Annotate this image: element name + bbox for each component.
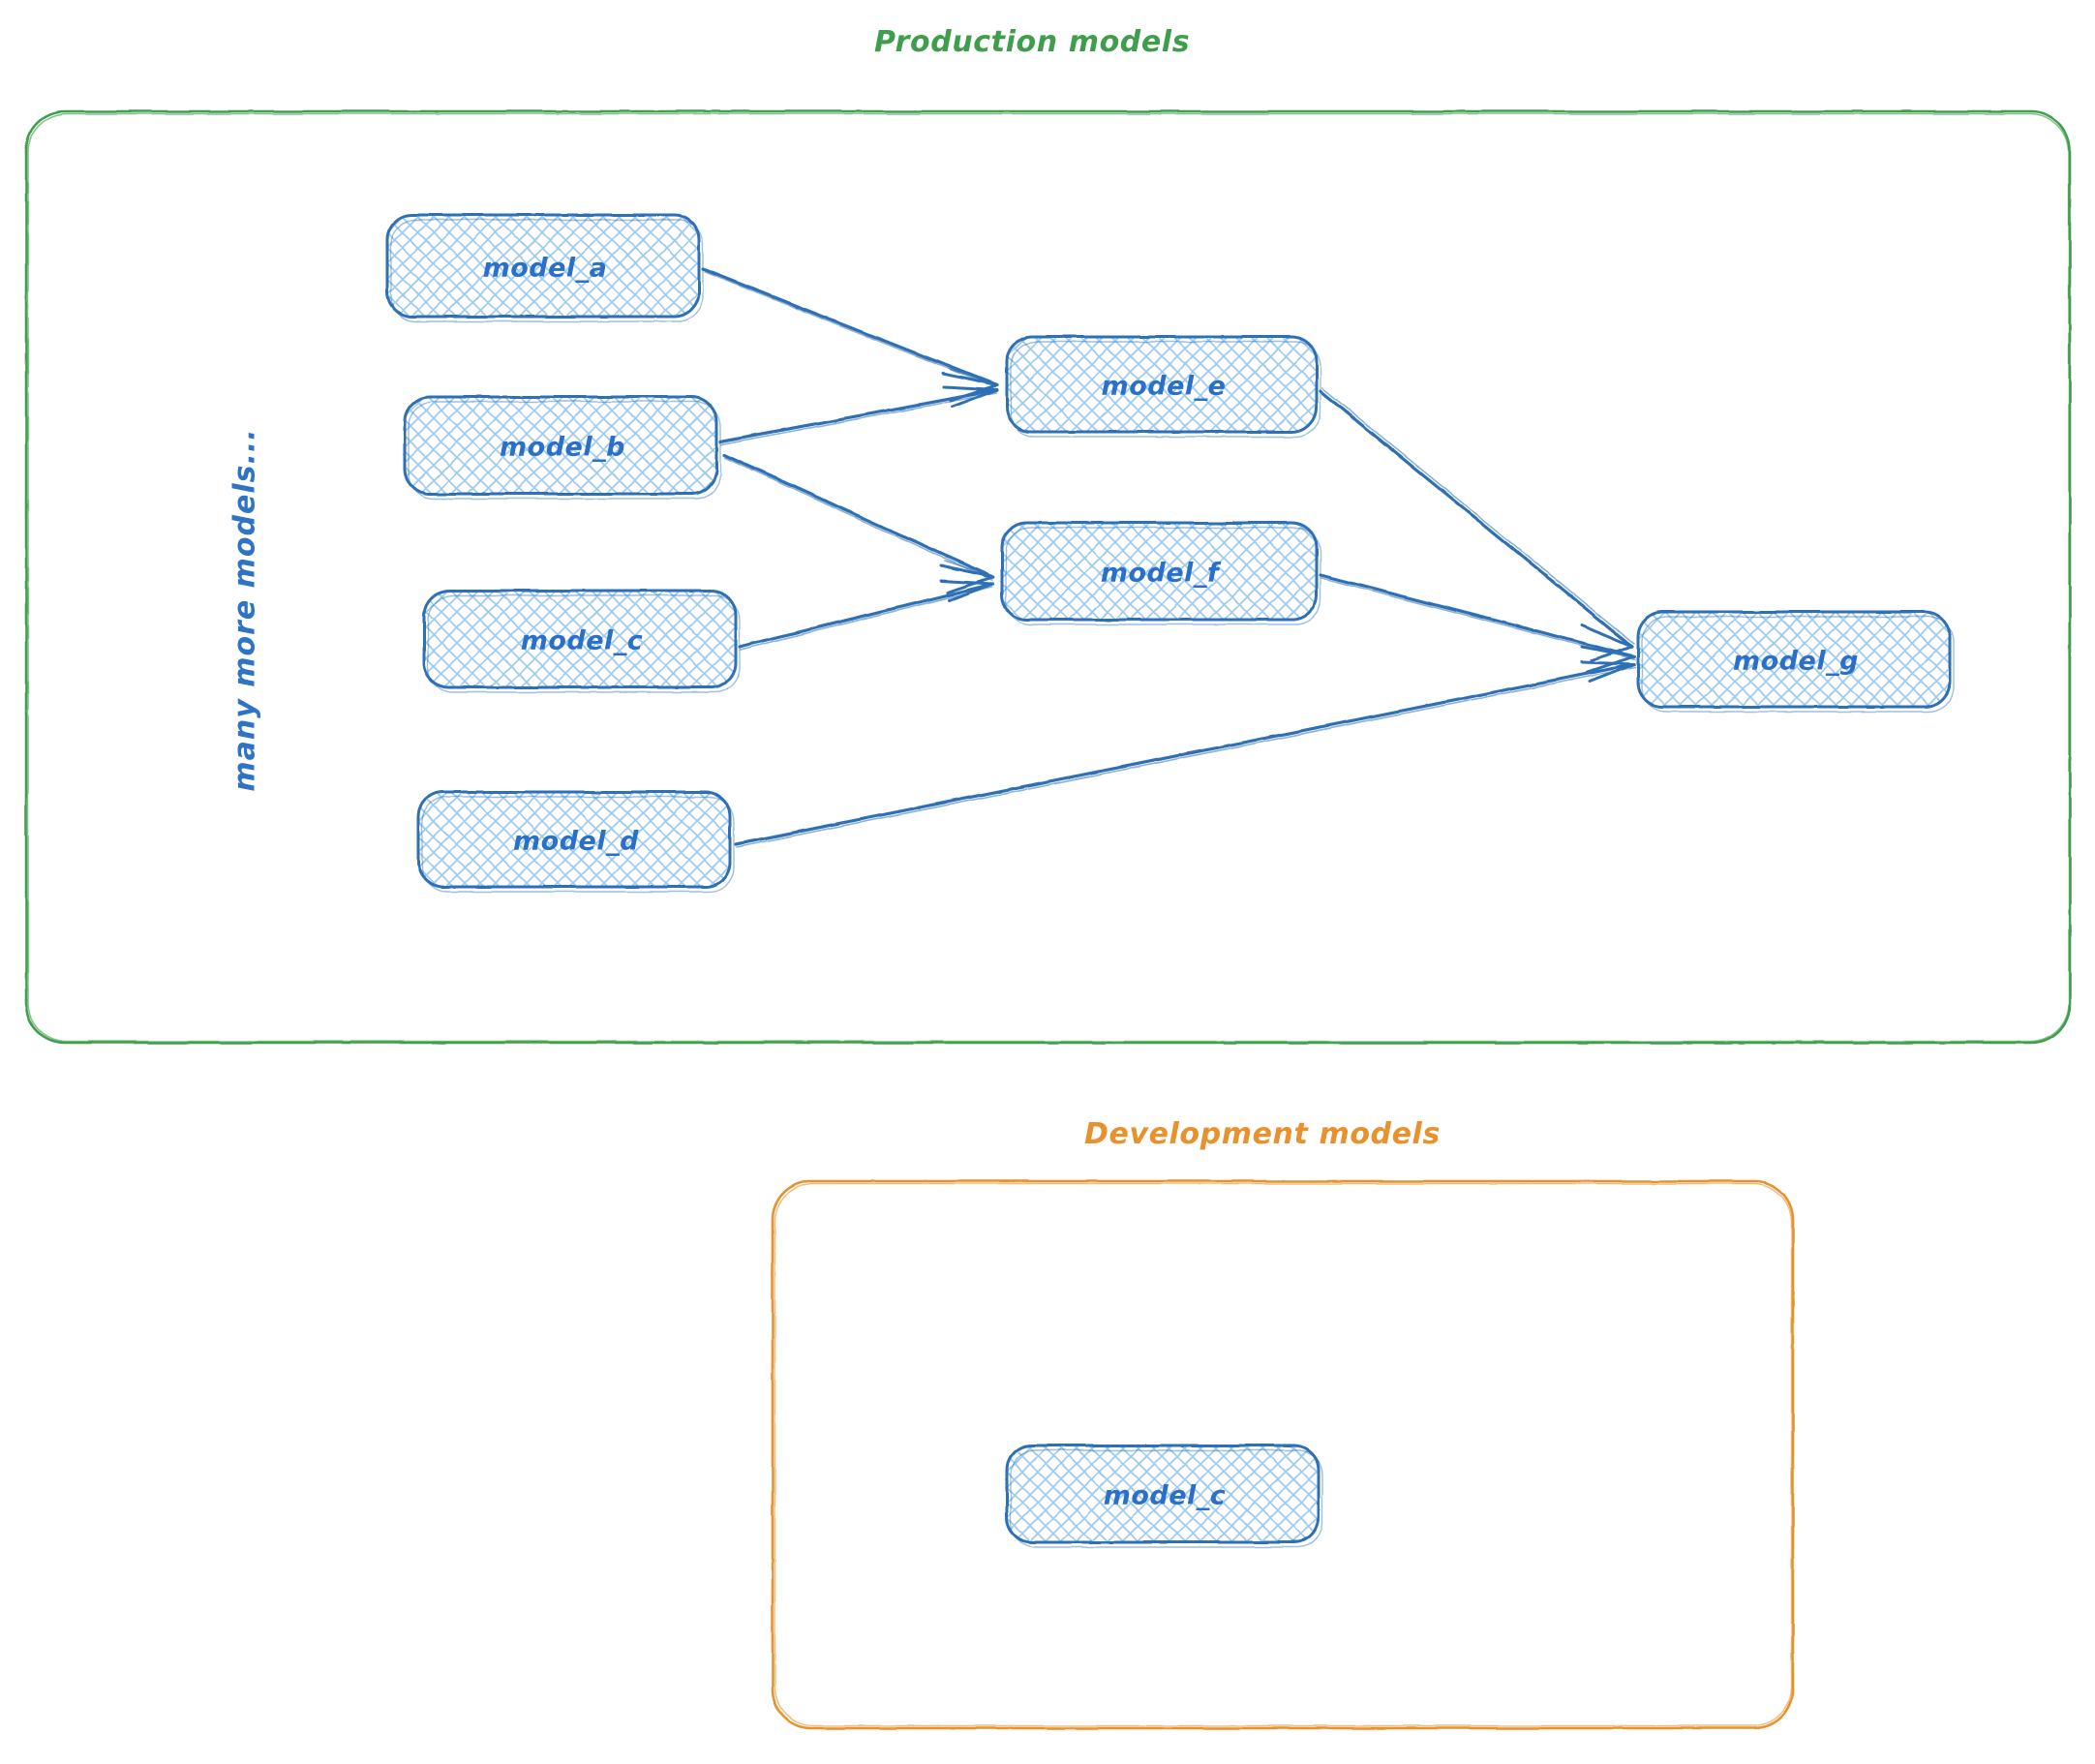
group-production — [24, 109, 2072, 1045]
node-model-d[interactable] — [416, 790, 735, 893]
edge-model-c-to-model-f — [738, 579, 995, 651]
edge-model-f-to-model-g — [1319, 573, 1636, 674]
node-model-a[interactable] — [385, 213, 704, 322]
node-model-g[interactable] — [1636, 610, 1955, 713]
node-label-model-f: model_f — [1100, 558, 1220, 589]
edge-model-b-to-model-e — [718, 385, 999, 445]
edge-model-e-to-model-g — [1319, 387, 1635, 662]
edge-model-a-to-model-e — [701, 267, 999, 403]
node-model-c-dev[interactable] — [1005, 1444, 1323, 1548]
node-label-model-c: model_c — [520, 625, 644, 656]
node-label-model-e: model_e — [1101, 371, 1227, 402]
group-label-development: Development models — [1084, 1117, 1441, 1151]
node-label-model-g: model_g — [1733, 646, 1859, 677]
node-label-model-a: model_a — [482, 253, 608, 284]
edge-model-d-to-model-g — [734, 660, 1636, 848]
node-model-c[interactable] — [422, 589, 741, 693]
group-development — [771, 1179, 1795, 1730]
node-label-model-b: model_b — [500, 432, 625, 463]
annotation-many-more-models: many more models... — [228, 428, 262, 792]
node-model-b[interactable] — [403, 395, 721, 500]
edge-layer — [701, 267, 1636, 848]
node-model-f[interactable] — [1000, 521, 1321, 625]
node-model-e[interactable] — [1005, 335, 1321, 438]
group-label-production: Production models — [874, 25, 1191, 59]
node-layer — [385, 213, 1955, 1548]
node-label-model-d: model_d — [513, 826, 639, 857]
edge-model-b-to-model-f — [722, 453, 995, 594]
node-label-model-c-dev: model_c — [1103, 1480, 1227, 1511]
